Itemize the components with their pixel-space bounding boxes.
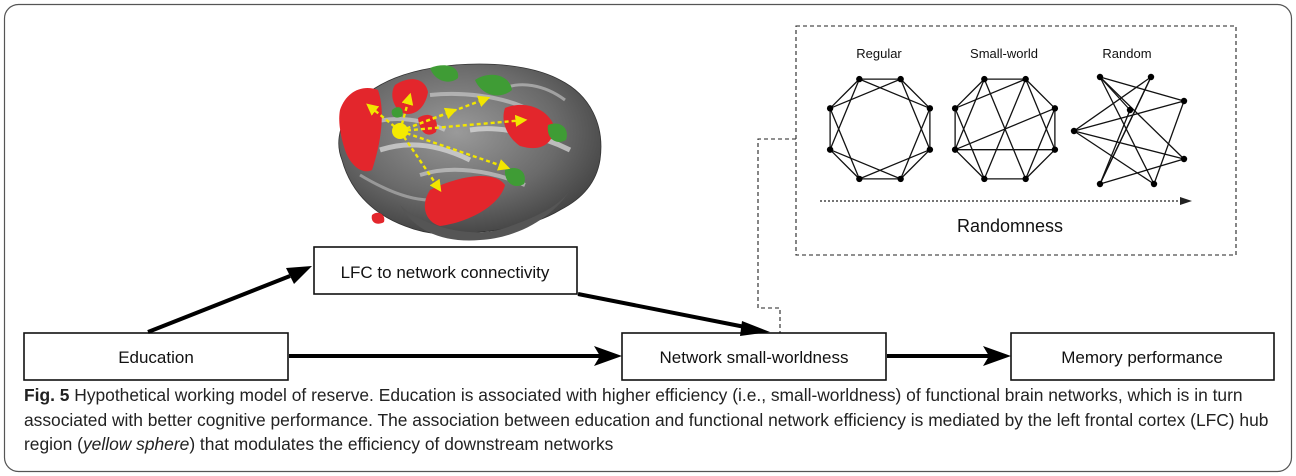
smallworld-graph-node	[1022, 175, 1029, 183]
memory-box-label: Memory performance	[1061, 348, 1223, 367]
regular-graph-node	[897, 175, 904, 183]
arrowhead-lfc-to-smallworld	[740, 321, 770, 336]
random-graph-edge	[1073, 130, 1155, 185]
figure-number: Fig. 5	[24, 385, 70, 405]
arrow-education-to-lfc	[147, 274, 291, 334]
regular-graph-node	[926, 146, 934, 153]
yellow-hub-sphere-icon	[392, 123, 408, 139]
random-graph-edge	[1153, 100, 1185, 185]
smallworld-box-label: Network small-worldness	[660, 348, 849, 367]
caption-text-1: Hypothetical working model of reserve. E…	[24, 385, 1269, 454]
random-graph-edge	[1073, 130, 1185, 160]
regular-graph-node	[826, 105, 834, 112]
smallworld-graph-node	[981, 175, 988, 183]
random-graph-node	[1180, 97, 1188, 105]
network-graph-regular	[826, 75, 934, 183]
caption-text-2: ) that modulates the efficiency of downs…	[189, 434, 614, 454]
random-graph-edge	[1099, 76, 1152, 185]
smallworld-box	[621, 332, 887, 381]
inset-label-smallworld: Small-world	[970, 46, 1038, 61]
regular-graph-edge	[829, 108, 860, 180]
network-graph-random	[1070, 73, 1188, 188]
arrowhead-education-to-lfc	[286, 266, 312, 284]
random-graph-node	[1180, 155, 1188, 163]
smallworld-graph-edge	[954, 78, 985, 150]
education-box-label: Education	[118, 348, 194, 367]
random-graph-node	[1096, 73, 1104, 81]
random-graph-edge	[1099, 158, 1185, 185]
arrowhead-education-to-smallworld	[594, 346, 622, 366]
random-graph-edge	[1099, 109, 1131, 185]
lfc-box-label: LFC to network connectivity	[341, 263, 550, 282]
random-graph-edge	[1073, 100, 1185, 132]
network-types-inset	[795, 25, 1237, 256]
smallworld-graph-edge	[954, 78, 985, 109]
arrowhead-smallworld-to-memory	[983, 346, 1011, 366]
lfc-box	[313, 246, 578, 295]
regular-graph-edge	[859, 78, 931, 109]
random-graph-node	[1150, 180, 1158, 188]
smallworld-graph-edge	[1025, 108, 1056, 180]
random-graph-node	[1070, 127, 1078, 135]
smallworld-graph-edge	[1025, 78, 1056, 109]
education-box	[23, 332, 289, 381]
regular-graph-edge	[829, 149, 860, 180]
smallworld-graph-edge	[954, 78, 1026, 109]
random-graph-node	[1096, 180, 1104, 188]
regular-graph-edge	[829, 149, 901, 180]
randomness-arrowhead	[1180, 197, 1192, 205]
randomness-label: Randomness	[957, 216, 1063, 236]
smallworld-graph-edge	[1025, 149, 1056, 180]
regular-graph-edge	[829, 78, 901, 109]
smallworld-graph-node	[951, 146, 959, 153]
random-graph-edge	[1073, 76, 1152, 132]
inset-label-regular: Regular	[856, 46, 902, 61]
smallworld-graph-node	[1051, 146, 1059, 153]
regular-graph-edge	[900, 78, 931, 150]
smallworld-graph-node	[951, 105, 959, 112]
brain-surface-icon	[338, 63, 602, 241]
smallworld-graph-node	[1051, 105, 1059, 112]
regular-graph-edge	[859, 149, 931, 180]
regular-graph-edge	[900, 149, 931, 180]
inset-label-random: Random	[1102, 46, 1151, 61]
regular-graph-node	[856, 175, 863, 183]
regular-graph-edge	[829, 78, 860, 109]
random-graph-edge	[1099, 76, 1185, 160]
random-graph-node	[1147, 73, 1155, 81]
regular-graph-edge	[829, 78, 860, 150]
smallworld-graph-node	[1022, 75, 1029, 83]
smallworld-graph-edge	[983, 78, 1027, 180]
inset-connector	[757, 138, 796, 335]
figure-caption: Fig. 5 Hypothetical working model of res…	[24, 383, 1274, 457]
network-graph-smallworld	[951, 75, 1059, 183]
smallworld-graph-node	[981, 75, 988, 83]
regular-graph-edge	[900, 108, 931, 180]
random-graph-edge	[1099, 76, 1155, 185]
regular-graph-node	[826, 146, 834, 153]
regular-graph-node	[856, 75, 863, 83]
arrow-lfc-to-smallworld	[577, 292, 746, 329]
figure-frame	[3, 3, 1293, 473]
random-graph-node	[1126, 106, 1134, 114]
random-graph-edge	[1099, 76, 1185, 102]
smallworld-graph-edge	[954, 149, 985, 180]
caption-italic: yellow sphere	[82, 434, 190, 454]
regular-graph-edge	[900, 78, 931, 109]
random-graph-edge	[1099, 76, 1131, 111]
regular-graph-node	[926, 105, 934, 112]
regular-graph-node	[897, 75, 904, 83]
memory-box	[1010, 332, 1275, 381]
